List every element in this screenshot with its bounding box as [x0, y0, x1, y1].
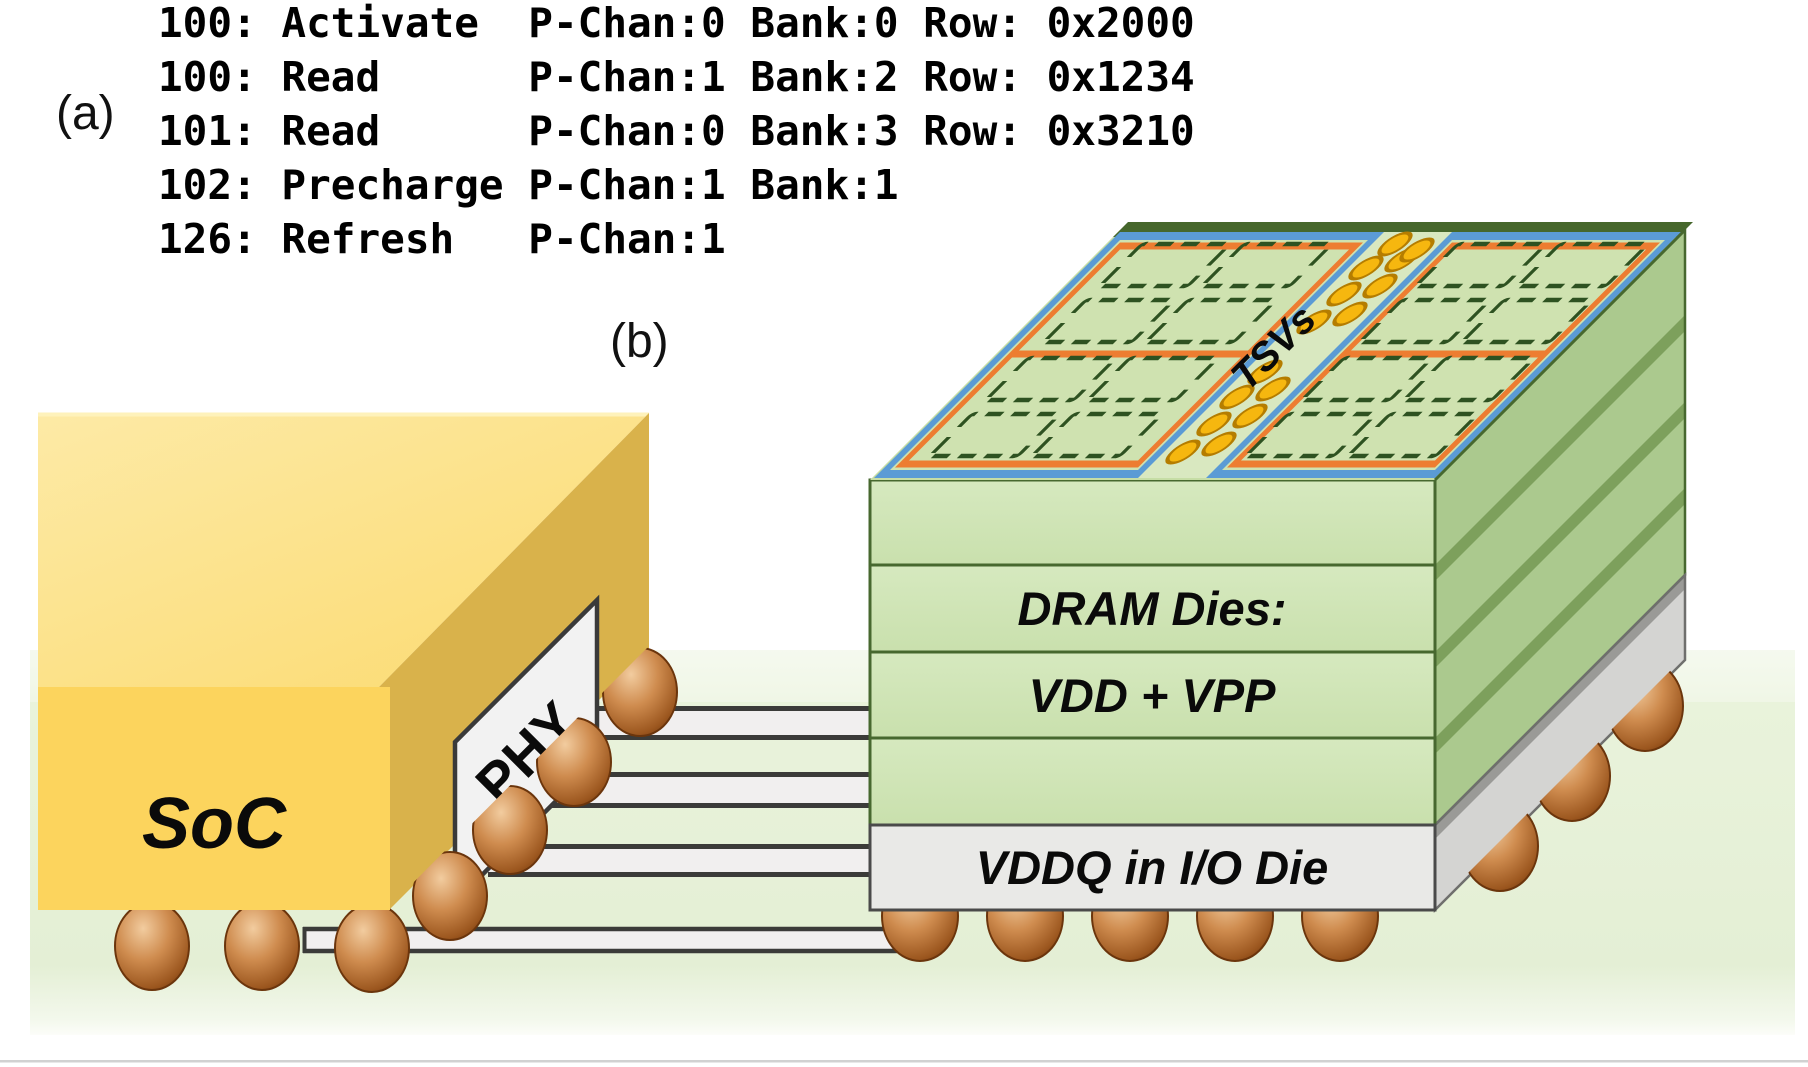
cropped-caption-artifact [0, 1060, 1808, 1063]
solder-bump [224, 901, 300, 991]
signal-trace [488, 844, 872, 877]
channel-region [1206, 232, 1681, 478]
soc-chip: PHY SoC [38, 412, 678, 993]
dram-die-layer [868, 478, 1437, 567]
soc-side-face [379, 413, 649, 914]
solder-bump [334, 903, 410, 993]
soc-front-bumps [114, 901, 410, 993]
solder-bump [114, 901, 190, 991]
io-die-layer [868, 823, 1437, 912]
dram-die-layer [868, 563, 1437, 654]
dram-stack-side-face [1433, 226, 1687, 914]
command-trace-line: 100: Read P-Chan:1 Bank:2 Row: 0x1234 [158, 53, 1195, 101]
io-die-label: VDDQ in I/O Die [976, 841, 1329, 894]
dram-stack: TSVs DRAM Dies: VDD + VPP VDDQ in I/O Di… [868, 222, 1693, 962]
dram-stack-front-face [868, 478, 1437, 912]
vdd-vpp-label: VDD + VPP [1029, 669, 1276, 722]
soc-top-face [38, 413, 649, 687]
command-trace-line: 126: Refresh P-Chan:1 [158, 215, 726, 263]
dram-stack-top-face [870, 222, 1693, 480]
solder-bump [412, 851, 488, 941]
soc-front-face [38, 687, 390, 910]
channel-region [874, 232, 1384, 478]
soc-label: SoC [142, 784, 287, 864]
dram-die-layer [868, 736, 1437, 827]
command-trace-line: 102: Precharge P-Chan:1 Bank:1 [158, 161, 899, 209]
command-trace-line: 100: Activate P-Chan:0 Bank:0 Row: 0x200… [158, 0, 1195, 47]
panel-b-label: (b) [610, 315, 669, 368]
tsv-dots [1165, 231, 1435, 465]
top-right-edge [1433, 228, 1687, 482]
solder-bump [472, 785, 548, 875]
command-trace: 100: Activate P-Chan:0 Bank:0 Row: 0x200… [158, 0, 1195, 266]
dram-dies-label: DRAM Dies: [1018, 582, 1287, 635]
panel-a-label: (a) [56, 87, 115, 140]
command-trace-line: 101: Read P-Chan:0 Bank:3 Row: 0x3210 [158, 107, 1195, 155]
dram-die-layer [868, 650, 1437, 740]
